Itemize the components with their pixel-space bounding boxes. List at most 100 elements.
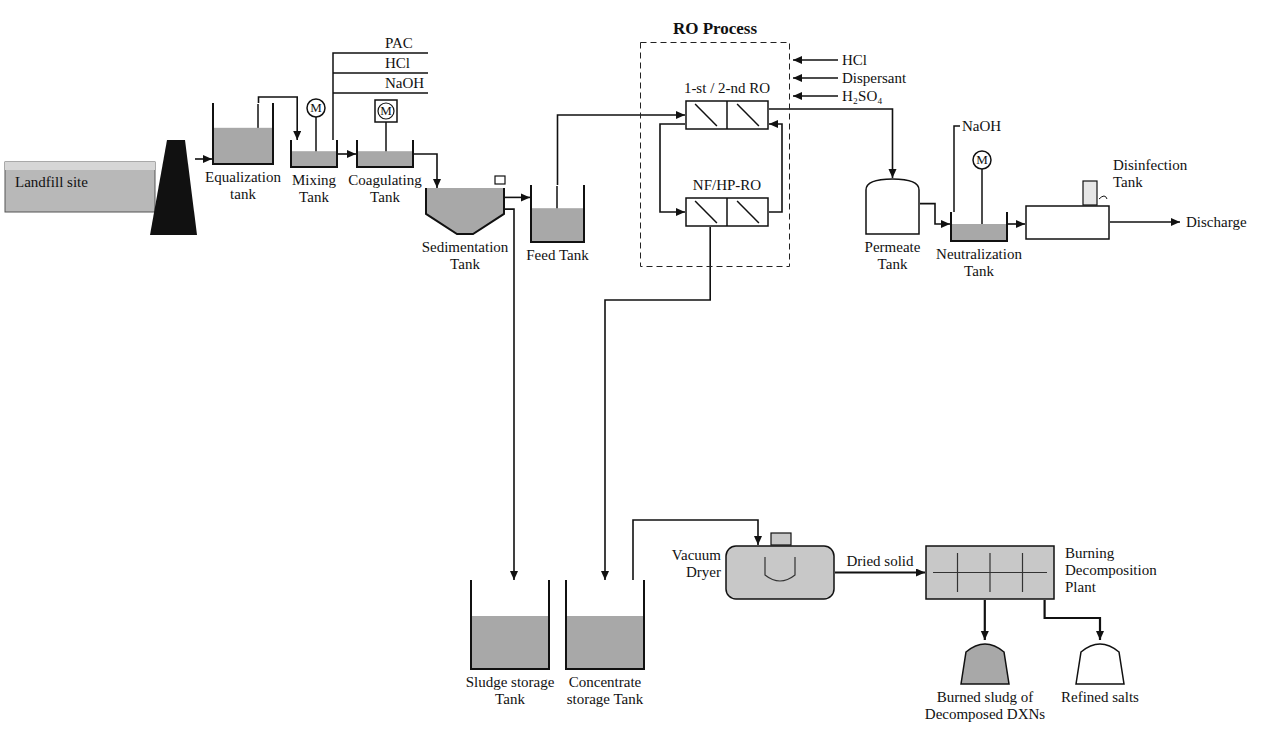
node-label: Concentrate storage Tank bbox=[562, 674, 648, 708]
flow-connector bbox=[1008, 223, 1025, 225]
node-label: Sedimentation Tank bbox=[419, 239, 511, 273]
shape-outline bbox=[685, 100, 769, 130]
chemical-label: NaOH bbox=[385, 75, 424, 91]
edge-label: Dried solid bbox=[844, 553, 915, 569]
coagulating-tank: Coagulating Tank bbox=[356, 140, 414, 168]
burning-plant: Burning Decomposition Plant bbox=[925, 545, 1055, 600]
shape-outline bbox=[1025, 205, 1110, 240]
membrane-line bbox=[737, 201, 759, 223]
tank-wall bbox=[471, 580, 549, 669]
shape-outline bbox=[565, 580, 645, 670]
landfill-band bbox=[5, 162, 155, 170]
node-label: Sludge storage Tank bbox=[461, 674, 559, 708]
chemical-label: HCl bbox=[385, 55, 410, 71]
flow-connector bbox=[984, 600, 986, 640]
disinfection-basin bbox=[1026, 206, 1109, 239]
flow-connector bbox=[835, 571, 925, 573]
tank-wall bbox=[951, 212, 1007, 241]
node-label: Feed Tank bbox=[522, 247, 594, 264]
node-label: Equalization tank bbox=[198, 169, 288, 203]
motor-symbol-label: M bbox=[376, 102, 396, 120]
dryer-drum bbox=[765, 557, 795, 581]
neutralization-tank: Neutralization Tank bbox=[950, 212, 1008, 242]
motor-symbol-label: M bbox=[306, 99, 326, 117]
node-label: Neutralization Tank bbox=[929, 246, 1029, 280]
chemical-dosing-arrow bbox=[793, 95, 838, 97]
ro-boundary bbox=[641, 43, 790, 267]
tank-liquid bbox=[213, 128, 273, 164]
landfill-dam bbox=[150, 140, 197, 235]
shape-outline bbox=[212, 103, 274, 165]
shape-outline bbox=[425, 188, 505, 235]
chemical-label: Dispersant bbox=[842, 70, 906, 86]
node-label: Burning Decomposition Plant bbox=[1065, 545, 1175, 596]
chemical-label: H₂SO₄ bbox=[842, 88, 882, 104]
membrane-line bbox=[695, 104, 717, 126]
node-label: Permeate Tank bbox=[853, 239, 933, 273]
discharge-arrow bbox=[1110, 221, 1180, 223]
membrane-housing bbox=[686, 198, 768, 226]
membrane-divider bbox=[726, 101, 728, 129]
shape-outline bbox=[356, 140, 414, 168]
burned-sludge-output: Burned sludg of Decomposed DXNs bbox=[960, 640, 1010, 685]
flow-connector bbox=[505, 209, 514, 580]
nf-module: NF/HP-RO bbox=[685, 197, 769, 227]
membrane-divider bbox=[726, 198, 728, 226]
tank-liquid bbox=[471, 616, 549, 669]
flow-connector bbox=[338, 153, 356, 155]
node-label: 1-st / 2-nd RO bbox=[667, 80, 787, 97]
tank-liquid bbox=[357, 151, 413, 167]
landfill-ground bbox=[5, 162, 155, 212]
node-label: Refined salts bbox=[1055, 689, 1145, 706]
chemical-dosing-arrow bbox=[793, 77, 838, 79]
shape-outline bbox=[865, 178, 920, 235]
node-label: Landfill site bbox=[15, 174, 150, 191]
node-label: NF/HP-RO bbox=[667, 177, 787, 194]
flow-connector bbox=[505, 197, 530, 199]
motor-housing bbox=[375, 100, 397, 122]
tank-wall bbox=[213, 103, 273, 164]
equalization-tank: Equalization tank bbox=[212, 103, 274, 165]
tank-wall bbox=[566, 580, 644, 669]
ro-process-group: RO Process1-st / 2-nd RONF/HP-RO bbox=[640, 42, 790, 267]
shape-outline bbox=[1075, 640, 1125, 685]
sludge-pile bbox=[961, 644, 1009, 684]
tank-liquid bbox=[531, 208, 584, 242]
vacuum-dryer: Vacuum Dryer bbox=[725, 545, 835, 600]
motor-symbol bbox=[307, 99, 325, 117]
flow-connector bbox=[769, 109, 893, 178]
disinfection-tank: Disinfection Tank bbox=[1025, 205, 1110, 240]
node-label: RO Process bbox=[640, 19, 790, 39]
chemical-feed-line bbox=[954, 126, 960, 212]
motor-symbol-label: M bbox=[972, 151, 992, 169]
flow-connector bbox=[605, 227, 710, 580]
membrane-line bbox=[737, 104, 759, 126]
level-sensor bbox=[495, 176, 505, 184]
chemical-feed-line bbox=[333, 92, 428, 94]
dryer-body bbox=[726, 546, 834, 599]
flow-connector bbox=[1045, 600, 1100, 640]
disinfection-nozzle bbox=[1099, 196, 1107, 199]
tank-wall bbox=[357, 140, 413, 167]
flow-connector bbox=[558, 115, 686, 185]
shape-outline bbox=[470, 580, 550, 670]
shape-outline bbox=[640, 42, 790, 267]
refined-salts-output: Refined salts bbox=[1075, 640, 1125, 685]
chemical-label: HCl bbox=[842, 52, 867, 68]
landfill-site: Landfill site bbox=[5, 140, 195, 235]
chemical-dosing-arrow bbox=[793, 59, 838, 61]
flow-connector bbox=[920, 204, 950, 224]
motor-symbol bbox=[973, 151, 991, 169]
dryer-inlet bbox=[771, 533, 791, 545]
membrane-housing bbox=[686, 101, 768, 129]
node-label: Burned sludg of Decomposed DXNs bbox=[923, 689, 1048, 723]
shape-outline bbox=[290, 140, 338, 168]
chemical-feed-line bbox=[333, 53, 428, 140]
feed-tank: Feed Tank bbox=[530, 185, 585, 243]
tank-liquid bbox=[951, 224, 1007, 241]
shape-outline bbox=[725, 545, 835, 600]
membrane-line bbox=[695, 201, 717, 223]
plant-body bbox=[926, 546, 1054, 599]
sediment-fill bbox=[426, 188, 504, 234]
